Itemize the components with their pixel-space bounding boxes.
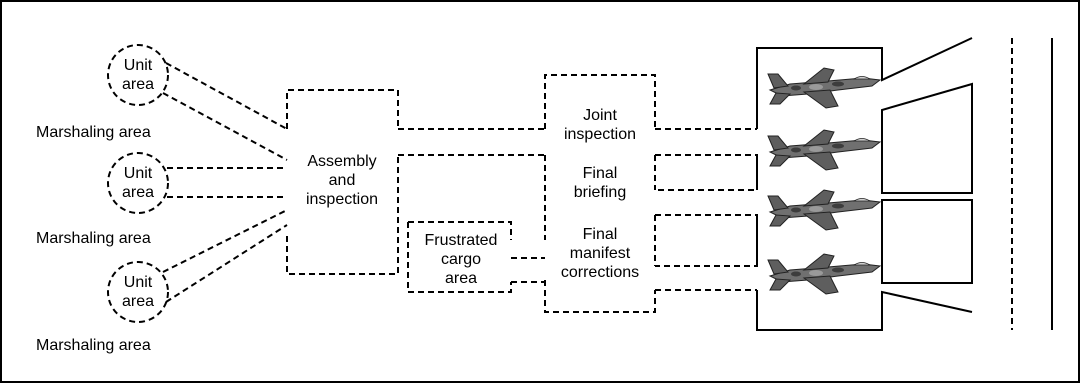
- parking-outline-top: [756, 37, 973, 129]
- parking-island-upper: [881, 82, 973, 194]
- unit-area-3: Unit area: [107, 261, 169, 323]
- unit-to-assembly-connectors: [162, 62, 288, 303]
- assembly-line1: Assembly: [307, 153, 376, 170]
- jet-aircraft-icon: [767, 67, 881, 109]
- jet-aircraft-icon: [767, 129, 881, 171]
- jet-aircraft-icon: [767, 253, 881, 295]
- station-column-bottom: [544, 280, 656, 313]
- assembly-area-top: [286, 89, 399, 129]
- lane-2: [655, 154, 758, 191]
- frustrated-line3: area: [445, 270, 477, 287]
- final-manifest-line3: corrections: [561, 264, 639, 281]
- parking-island-lower: [881, 199, 973, 284]
- final-manifest-line2: manifest: [570, 245, 631, 262]
- frustrated-line2: cargo: [441, 251, 481, 268]
- assembly-line3: inspection: [306, 191, 378, 208]
- unit-area-2: Unit area: [107, 152, 169, 214]
- marshaling-label-3: Marshaling area: [36, 337, 151, 354]
- unit-area-1-line1: Unit: [124, 57, 153, 74]
- station-column-top: [544, 74, 656, 129]
- unit-area-3-line2: area: [122, 293, 154, 310]
- unit-area-3-line1: Unit: [124, 274, 153, 291]
- final-briefing-line1: Final: [583, 165, 618, 182]
- unit-area-2-line1: Unit: [124, 165, 153, 182]
- frustrated-line1: Frustrated: [425, 232, 498, 249]
- marshaling-label-2: Marshaling area: [36, 230, 151, 247]
- lane-3: [655, 214, 758, 267]
- parking-outline-bottom: [756, 290, 973, 331]
- unit-area-1-line2: area: [122, 76, 154, 93]
- unit-area-2-line2: area: [122, 184, 154, 201]
- joint-inspection-line1: Joint: [583, 107, 617, 124]
- final-manifest-line1: Final: [583, 226, 618, 243]
- unit-area-1: Unit area: [107, 44, 169, 106]
- assembly-area-bottom: [286, 155, 399, 275]
- marshaling-label-1: Marshaling area: [36, 124, 151, 141]
- joint-inspection-line2: inspection: [564, 126, 636, 143]
- assembly-line2: and: [329, 172, 356, 189]
- final-briefing-line2: briefing: [574, 184, 626, 201]
- jet-aircraft-icon: [767, 189, 881, 231]
- frustrated-area-top: [408, 221, 512, 240]
- frustrated-area-body: [407, 222, 512, 293]
